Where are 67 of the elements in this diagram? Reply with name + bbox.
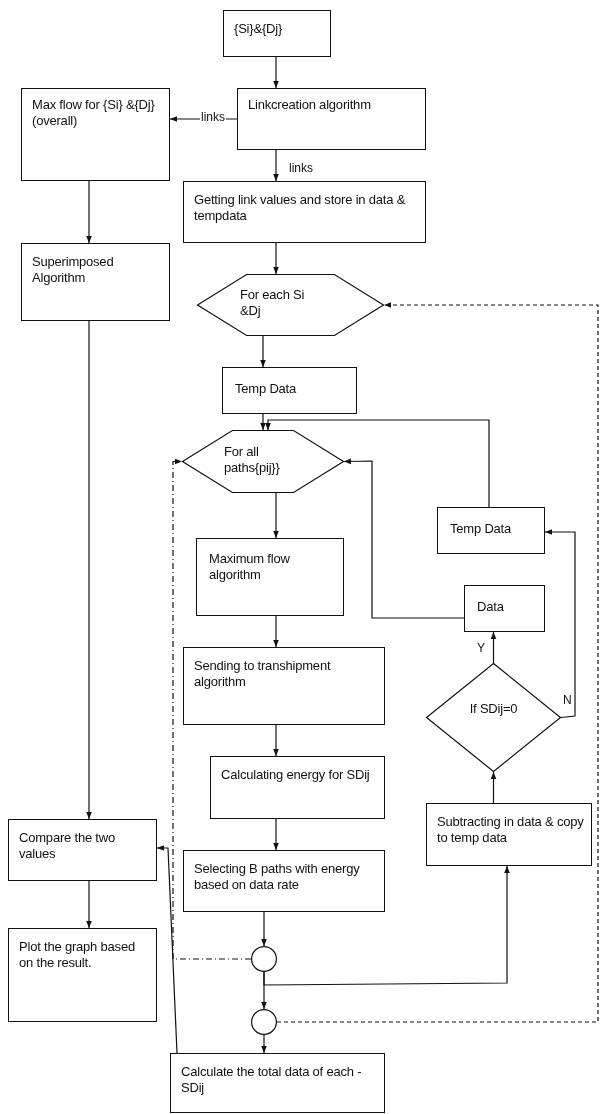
- loop-hexagon: [197, 274, 384, 336]
- arrow: [273, 56, 279, 89]
- node-text: Compare the two values: [19, 830, 116, 862]
- process-box: [170, 1053, 385, 1113]
- node-text: Max flow for {Si} &{Dj}(overall): [32, 97, 156, 129]
- process-box: [183, 181, 426, 243]
- loop-hexagon: [182, 430, 344, 493]
- arrow: [273, 149, 279, 182]
- node-text: Getting link values and store in data & tempdata: [194, 192, 407, 224]
- dashed-arrow: [276, 302, 599, 1023]
- arrow: [263, 865, 510, 986]
- node-text: Sending to transhipment algorithm: [194, 658, 332, 690]
- node-text: Selecting B paths with energy based on data rate: [194, 861, 361, 893]
- arrow: [490, 771, 497, 804]
- arrow: [86, 880, 92, 929]
- arrow: [260, 413, 266, 431]
- circle-connector: [251, 946, 277, 972]
- edge-label: Y: [476, 642, 486, 655]
- decision-diamond: [426, 663, 561, 772]
- process-box: [21, 88, 170, 181]
- process-box: [223, 10, 331, 57]
- edge-label: links: [200, 111, 226, 124]
- arrow: [261, 1034, 267, 1054]
- edge-label: N: [562, 694, 573, 707]
- arrow: [273, 724, 279, 757]
- process-box: [196, 538, 344, 616]
- arrow: [260, 335, 266, 368]
- process-box: [8, 928, 157, 1022]
- arrow: [265, 419, 490, 508]
- process-box: [222, 367, 357, 414]
- edge-label: links: [288, 162, 314, 175]
- process-box: [8, 819, 157, 881]
- arrow: [544, 529, 576, 719]
- node-text: Data: [477, 599, 505, 615]
- arrow: [490, 631, 497, 664]
- arrow: [273, 615, 279, 648]
- arrow: [273, 818, 279, 851]
- arrow: [86, 320, 92, 820]
- node-text: Superimposed Algorithm: [32, 254, 115, 286]
- process-box: [21, 243, 170, 321]
- process-box: [210, 756, 385, 819]
- process-box: [237, 88, 426, 150]
- process-box: [464, 585, 545, 632]
- dash-dot-arrow: [172, 458, 252, 960]
- node-text: {Si}&{Dj}: [234, 21, 284, 37]
- node-text: Temp Data: [235, 381, 298, 397]
- node-text: Maximum flow algorithm: [209, 551, 291, 583]
- node-text: For all paths{pij}}: [224, 444, 281, 476]
- node-text: Linkcreation algorithm: [248, 97, 372, 113]
- node-text: Plot the graph based on the result.: [19, 939, 136, 971]
- arrow: [343, 458, 465, 619]
- node-text: If SDij=0: [468, 701, 519, 717]
- process-box: [183, 850, 385, 912]
- node-text: Calculating energy for SDij: [221, 767, 371, 783]
- arrow: [261, 911, 267, 947]
- process-box: [426, 803, 592, 866]
- arrow: [273, 242, 279, 275]
- circle-connector: [251, 1009, 277, 1035]
- process-box: [437, 507, 545, 554]
- node-text: Calculate the total data of each - SDij: [181, 1064, 363, 1096]
- arrow: [86, 180, 92, 244]
- arrow: [156, 845, 178, 1054]
- node-text: Subtracting in data & copy to temp data: [437, 814, 585, 846]
- arrow: [273, 492, 279, 539]
- node-text: Temp Data: [450, 521, 513, 537]
- process-box: [183, 647, 385, 725]
- node-text: For each Si &Dj: [240, 287, 306, 319]
